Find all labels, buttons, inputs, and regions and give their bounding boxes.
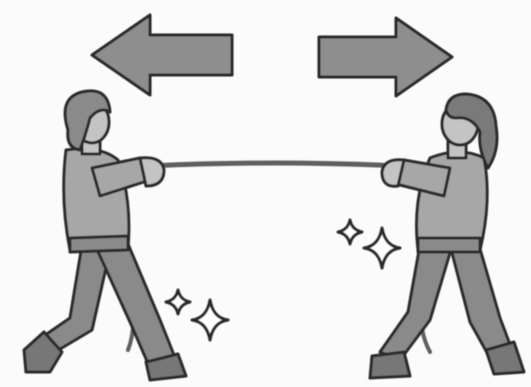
left-person-front-leg [95, 244, 176, 368]
right-person-front-leg [380, 245, 452, 360]
rope [150, 163, 400, 166]
sparkle-small-icon [166, 290, 190, 314]
right-person-belt [418, 238, 480, 252]
right-arrow-icon [319, 18, 452, 96]
right-person-front-shoe [370, 352, 410, 378]
left-arrow-icon [92, 15, 232, 95]
left-person-belt [70, 236, 128, 252]
left-person-hand [140, 158, 164, 186]
left-person-figure [24, 91, 186, 380]
sparkle-group-left [166, 290, 228, 340]
sparkle-small-icon [338, 220, 362, 244]
sparkle-group-right [338, 220, 400, 268]
sparkle-large-icon [364, 228, 400, 268]
right-person-back-leg [450, 242, 512, 358]
right-person-figure [370, 94, 524, 378]
sparkle-large-icon [192, 300, 228, 340]
